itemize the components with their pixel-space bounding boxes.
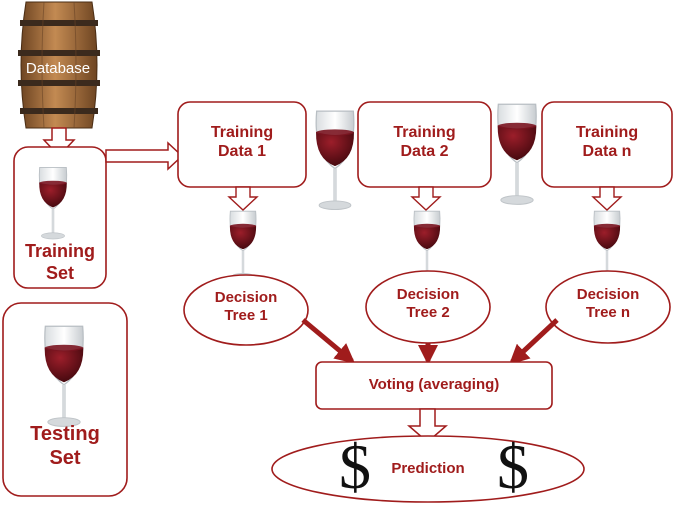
decision-tree-n-label: Decision Tree n (546, 286, 670, 322)
decision-tree-2-line2: Tree 2 (406, 304, 450, 321)
decision-tree-1-ellipse (183, 274, 309, 346)
database-label: Database (25, 60, 91, 77)
decision-tree-1-line1: Decision (214, 289, 278, 306)
testing-set-line1: Testing (30, 423, 100, 445)
training-data-n-line2: Data n (582, 143, 632, 161)
tree1-to-voting-arrow (301, 318, 356, 364)
voting-to-prediction-arrow (406, 408, 449, 443)
database-barrel (18, 1, 100, 129)
decision-tree-n-ellipse (545, 270, 671, 344)
decision-tree-1-label: Decision Tree 1 (184, 289, 308, 325)
testing-set-label: Testing Set (3, 422, 127, 470)
training-data-n-label: Training Data n (542, 123, 672, 161)
voting-label: Voting (averaging) (368, 376, 500, 393)
large-wine-glass-icon-1 (315, 110, 355, 211)
prediction-ellipse (271, 435, 585, 503)
dollar-icon-right: $ (497, 431, 529, 502)
training-data-2-line2: Data 2 (400, 143, 449, 161)
training-data-n-line1: Training (575, 124, 639, 141)
training-set-line2: Set (45, 262, 74, 283)
decision-tree-2-label: Decision Tree 2 (366, 286, 490, 322)
training-data-1-line1: Training (210, 124, 274, 141)
decision-tree-2-line1: Decision (396, 286, 460, 303)
training-data-2-line1: Training (393, 124, 456, 141)
prediction-label: Prediction (391, 460, 465, 477)
training-to-data-arrow (105, 141, 184, 171)
training-data-1-line2: Data 1 (217, 143, 267, 161)
small-wine-glass-icon-n (593, 210, 621, 280)
decision-tree-n-line2: Tree n (585, 304, 631, 321)
training-set-box (13, 146, 107, 289)
training-data-2-label: Training Data 2 (358, 123, 491, 161)
training-data-1-label: Training Data 1 (178, 123, 306, 161)
treen-to-voting-arrow (509, 318, 559, 365)
small-wine-glass-icon-2 (413, 210, 441, 280)
training-set-line1: Training (24, 241, 95, 261)
testing-set-line2: Set (49, 447, 81, 469)
datan-down-arrow (591, 186, 623, 211)
small-wine-glass-icon-1 (229, 210, 257, 280)
data1-down-arrow (227, 186, 259, 211)
large-wine-glass-icon-2 (497, 103, 537, 206)
decision-tree-n-line1: Decision (576, 286, 640, 303)
data2-down-arrow (410, 186, 442, 211)
training-set-label: Training Set (14, 241, 106, 284)
dollar-icon-left: $ (339, 431, 371, 502)
decision-tree-1-line2: Tree 1 (224, 307, 268, 324)
